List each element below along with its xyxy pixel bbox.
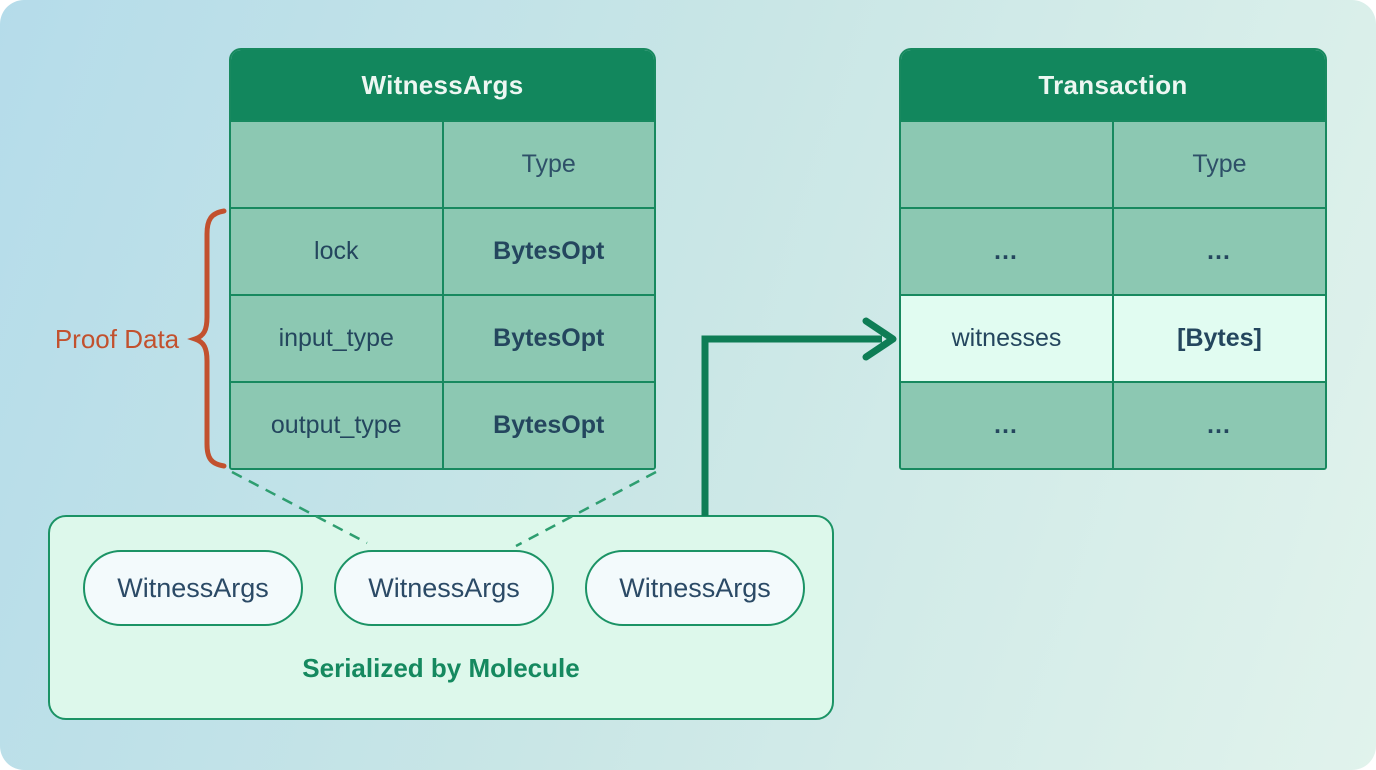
type-cell-witnesses: [Bytes] [1114,296,1325,381]
field-cell-ellipsis-top: … [901,209,1112,294]
witness-args-pill-2: WitnessArgs [334,550,554,626]
empty-header-cell [231,122,442,207]
field-cell-input-type: input_type [231,296,442,381]
witness-args-table-body: Type lock BytesOpt input_type BytesOpt o… [231,120,654,468]
witness-args-table-title: WitnessArgs [231,50,654,120]
field-cell-lock: lock [231,209,442,294]
type-cell-ellipsis-bottom: … [1114,383,1325,468]
type-column-header: Type [1114,122,1325,207]
type-cell-input-type: BytesOpt [443,296,654,381]
field-cell-ellipsis-bottom: … [901,383,1112,468]
witnesses-arrow-head-icon [862,317,897,361]
witness-args-pill-3: WitnessArgs [585,550,805,626]
witness-args-table: WitnessArgs Type lock BytesOpt input_typ… [229,48,656,470]
serialized-box: WitnessArgs WitnessArgs WitnessArgs Seri… [48,515,834,720]
serialized-caption: Serialized by Molecule [302,653,580,683]
transaction-table: Transaction Type … … witnesses [Bytes] …… [899,48,1327,470]
witness-args-pill-1: WitnessArgs [83,550,303,626]
proof-data-brace-icon [187,208,227,469]
type-cell-ellipsis-top: … [1114,209,1325,294]
transaction-table-title: Transaction [901,50,1325,120]
type-column-header: Type [443,122,654,207]
type-cell-output-type: BytesOpt [443,383,654,468]
transaction-table-body: Type … … witnesses [Bytes] … … [901,120,1325,468]
empty-header-cell [901,122,1112,207]
witnesses-arrow-line [701,335,882,516]
type-cell-lock: BytesOpt [443,209,654,294]
proof-data-label: Proof Data [54,324,180,354]
field-cell-output-type: output_type [231,383,442,468]
field-cell-witnesses: witnesses [901,296,1112,381]
